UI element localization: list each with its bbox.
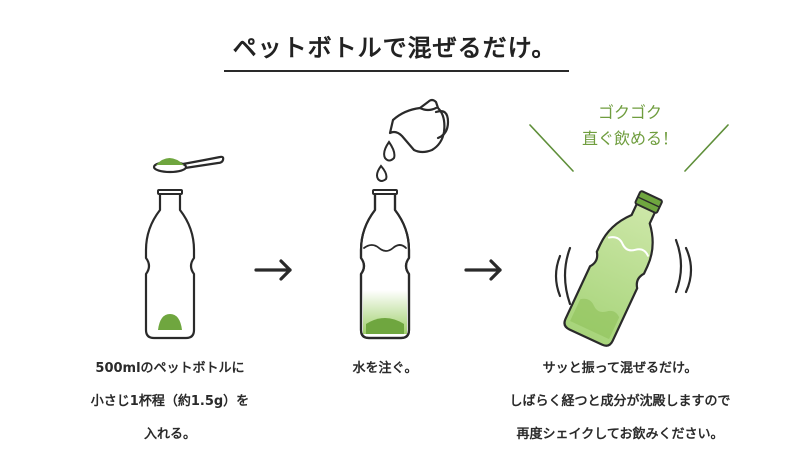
water-drop-icon bbox=[376, 140, 396, 182]
step-2-line-1: 水を注ぐ。 bbox=[352, 361, 418, 376]
bottle-with-water-icon bbox=[359, 189, 411, 340]
title-underline bbox=[224, 70, 569, 72]
bottle-with-powder-icon bbox=[144, 189, 196, 340]
callout-lines bbox=[529, 124, 729, 172]
page-title: ペットボトルで混ぜるだけ。 bbox=[232, 34, 557, 62]
pitcher-icon bbox=[388, 98, 450, 154]
callout-text: ゴクゴク 直ぐ飲める！ bbox=[560, 100, 700, 152]
spoon-icon bbox=[152, 155, 225, 174]
arrow-right-icon bbox=[464, 259, 502, 281]
step-1-line-3: 入れる。 bbox=[143, 427, 196, 442]
step-1-line-2: 小さじ1杯程（約1.5g）を bbox=[90, 394, 250, 409]
step-3-note-2: 再度シェイクしてお飲みください。 bbox=[516, 427, 724, 442]
step-3-line-1: サッと振って混ぜるだけ。 bbox=[542, 361, 698, 376]
shake-motion-icon bbox=[554, 238, 693, 306]
callout-line-2: 直ぐ飲める！ bbox=[581, 129, 678, 148]
step-1-line-1: 500mlのペットボトルに bbox=[95, 361, 245, 376]
shaking-bottle-icon bbox=[563, 190, 663, 347]
step-3-note-1: しばらく経つと成分が沈殿しますので bbox=[509, 394, 731, 409]
arrow-right-icon bbox=[254, 259, 292, 281]
step-1-caption: 500mlのペットボトルに 小さじ1杯程（約1.5g）を 入れる。 bbox=[60, 352, 280, 451]
step-3-caption: サッと振って混ぜるだけ。 しばらく経つと成分が沈殿しますので 再度シェイクしてお… bbox=[470, 352, 770, 451]
step-2-caption: 水を注ぐ。 bbox=[320, 352, 450, 385]
callout-line-1: ゴクゴク bbox=[597, 103, 662, 122]
